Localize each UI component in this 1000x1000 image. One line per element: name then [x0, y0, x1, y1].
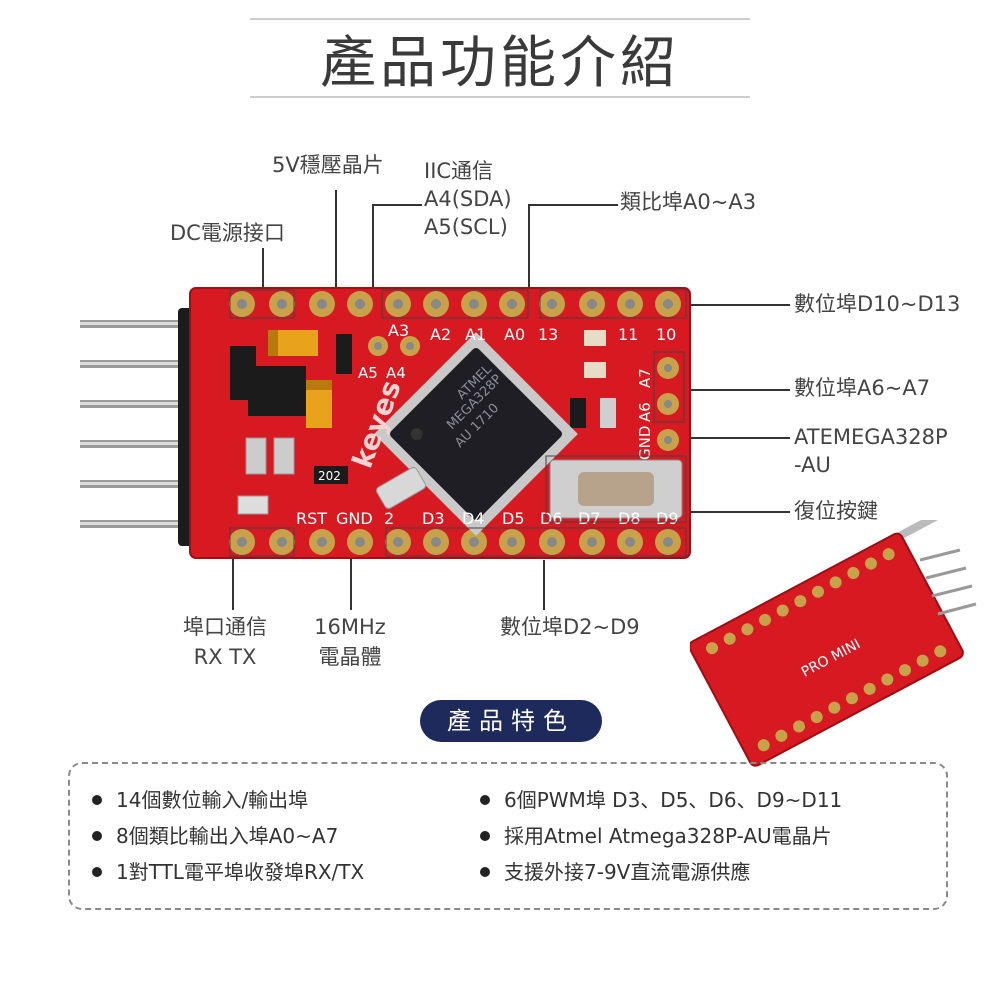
leader-dc: [262, 248, 264, 288]
title-underline: [250, 96, 750, 98]
leader-analog-h: [528, 204, 618, 206]
label-reset: 復位按鍵: [794, 499, 878, 523]
features-box: [68, 762, 948, 910]
pin-rst: RST: [296, 509, 327, 528]
label-serial-1: 埠口通信: [183, 615, 267, 639]
leader-regulator: [335, 190, 337, 330]
pin-a0: A0: [504, 325, 525, 344]
page-title: 產品功能介紹: [320, 31, 680, 96]
pin-a6: A6: [636, 402, 654, 422]
leader-d10: [686, 304, 790, 306]
bullet-icon: [480, 866, 490, 877]
pin-a7: A7: [636, 368, 654, 388]
pin-a1: A1: [465, 325, 486, 344]
leader-mcu: [686, 437, 790, 439]
bullet-icon: [92, 830, 102, 841]
leader-iic-h: [372, 204, 422, 206]
leader-a6: [686, 389, 790, 391]
label-iic-2: A4(SDA): [424, 187, 512, 211]
bottom-pads: [229, 529, 681, 555]
leader-reset: [686, 511, 790, 513]
feature-item: 8個類比輸出入埠A0~A7: [92, 820, 338, 849]
bullet-icon: [92, 794, 102, 805]
leader-d2: [543, 560, 545, 610]
pin-a2: A2: [430, 325, 451, 344]
features-heading: 產品特色: [420, 700, 602, 742]
pin-d5: D5: [502, 509, 525, 528]
leader-iic-v: [372, 204, 374, 290]
pin-11: 11: [618, 325, 638, 344]
feature-item: 1對TTL電平埠收發埠RX/TX: [92, 856, 364, 885]
pin-13: 13: [538, 325, 558, 344]
bullet-icon: [92, 866, 102, 877]
pin-10: 10: [656, 325, 676, 344]
label-d10-d13: 數位埠D10~D13: [794, 292, 961, 316]
leader-analog-v: [528, 204, 530, 290]
pin-a3: A3: [388, 321, 409, 340]
pin-gnd: GND: [336, 509, 373, 528]
pin-d6: D6: [540, 509, 563, 528]
pin-2: 2: [384, 509, 394, 528]
top-pads: [229, 291, 681, 317]
pro-mini-angled-image: PRO MINI: [688, 479, 1000, 770]
pin-a4: A4: [386, 364, 406, 382]
pin-d9: D9: [656, 509, 679, 528]
label-a6-a7: 數位埠A6~A7: [794, 376, 931, 400]
feature-item: 14個數位輸入/輸出埠: [92, 784, 308, 813]
bullet-icon: [480, 830, 490, 841]
bullet-icon: [480, 794, 490, 805]
pro-mini-board-image: ATMEL MEGA328P AU 1710 keyes A3 A2 A1 A0…: [70, 280, 700, 570]
resistor-label: 202: [318, 469, 341, 483]
pin-d3: D3: [422, 509, 445, 528]
label-dc-jack: DC電源接口: [170, 221, 285, 245]
label-regulator: 5V穩壓晶片: [272, 153, 384, 177]
pin-d7: D7: [578, 509, 601, 528]
label-analog: 類比埠A0~A3: [620, 190, 757, 214]
pin-a5: A5: [358, 364, 378, 382]
label-mcu-1: ATEMEGA328P: [794, 425, 948, 449]
label-iic-3: A5(SCL): [424, 215, 508, 239]
label-d2-d9: 數位埠D2~D9: [500, 615, 640, 639]
pin-gnd-right: GND: [636, 426, 654, 460]
feature-item: 6個PWM埠 D3、D5、D6、D9~D11: [480, 784, 842, 813]
feature-item: 支援外接7-9V直流電源供應: [480, 856, 750, 885]
label-crystal-2: 電晶體: [318, 645, 382, 669]
pin-d4: D4: [462, 509, 485, 528]
label-serial-2: RX TX: [193, 645, 257, 669]
feature-item: 採用Atmel Atmega328P-AU電晶片: [480, 820, 832, 849]
pin-d8: D8: [618, 509, 641, 528]
label-crystal-1: 16MHz: [314, 615, 386, 639]
label-mcu-2: -AU: [794, 453, 831, 477]
leader-serial: [232, 558, 234, 610]
title-underline: [250, 18, 750, 20]
label-iic-1: IIC通信: [424, 159, 494, 183]
